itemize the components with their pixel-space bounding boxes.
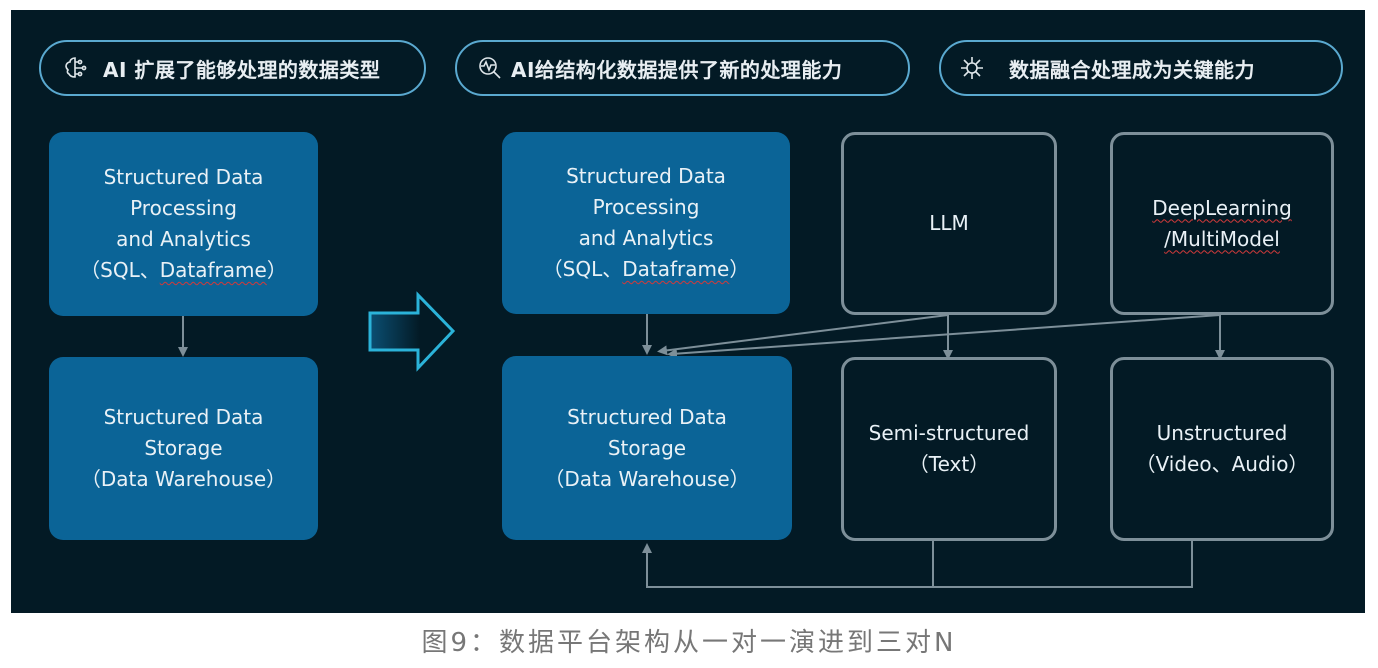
box-line: Structured Data [566,164,726,188]
deeplearning-box: DeepLearning /MultiModel [1110,132,1334,315]
arrow-deeplearning-to-storage [667,314,1221,359]
box-line: Processing [592,195,700,219]
box-line: （SQL、Dataframe） [80,255,287,286]
header-pill-data-fusion: 数据融合处理成为关键能力 [939,40,1343,96]
figure-caption: 图9：数据平台架构从一对一演进到三对N [421,628,957,658]
after-processing-box: Structured Data Processing and Analytics… [502,132,790,314]
before-storage-box: Structured Data Storage （Data Warehouse） [49,357,318,540]
box-line: （Data Warehouse） [80,467,287,491]
feedback-loop-line [642,541,934,588]
header-pill-structured-ai: AI给结构化数据提供了新的处理能力 [455,40,910,96]
box-line: and Analytics [578,226,714,250]
box-line: /MultiModel [1164,226,1280,251]
box-line: Structured Data [103,405,264,429]
header-label: AI 扩展了能够处理的数据类型 [103,57,381,82]
header-label: AI给结构化数据提供了新的处理能力 [511,57,843,82]
box-line: Storage [144,436,223,460]
box-line: （Text） [908,452,990,476]
semi-structured-box: Semi-structured （Text） [841,357,1057,541]
box-line: LLM [929,211,969,235]
box-line: Processing [130,196,237,220]
dataframe-word: Dataframe [622,257,730,281]
box-line: Storage [607,435,687,460]
box-line: Unstructured [1156,421,1288,445]
unstructured-box: Unstructured （Video、Audio） [1110,357,1334,541]
virus-fusion-icon [959,55,985,81]
after-storage-box: Structured Data Storage （Data Warehouse） [502,356,792,540]
header-label: 数据融合处理成为关键能力 [1009,57,1255,82]
header-pill-data-types: AI 扩展了能够处理的数据类型 [39,40,426,96]
brain-circuit-icon [63,55,89,81]
box-line: Structured Data [567,404,727,429]
llm-box: LLM [841,132,1057,315]
feedback-loop-line-right [933,538,1193,588]
arrow-llm-to-storage [657,314,949,356]
paren-prefix: （SQL、 [542,257,623,281]
box-line: Structured Data [103,165,264,189]
box-line: （SQL、Dataframe） [543,254,750,285]
dataframe-word: Dataframe [159,258,267,282]
before-processing-box: Structured Data Processing and Analytics… [49,132,318,316]
paren-suffix: ） [729,257,750,281]
transition-arrow-icon [368,291,456,372]
box-line: and Analytics [116,227,251,251]
box-line: （Video、Audio） [1135,452,1309,476]
box-line: Semi-structured [868,421,1030,445]
box-line: （Data Warehouse） [544,466,750,491]
paren-suffix: ） [266,258,287,282]
magnify-waveform-icon [477,55,503,81]
box-line: DeepLearning [1152,195,1292,220]
paren-prefix: （SQL、 [80,258,160,282]
